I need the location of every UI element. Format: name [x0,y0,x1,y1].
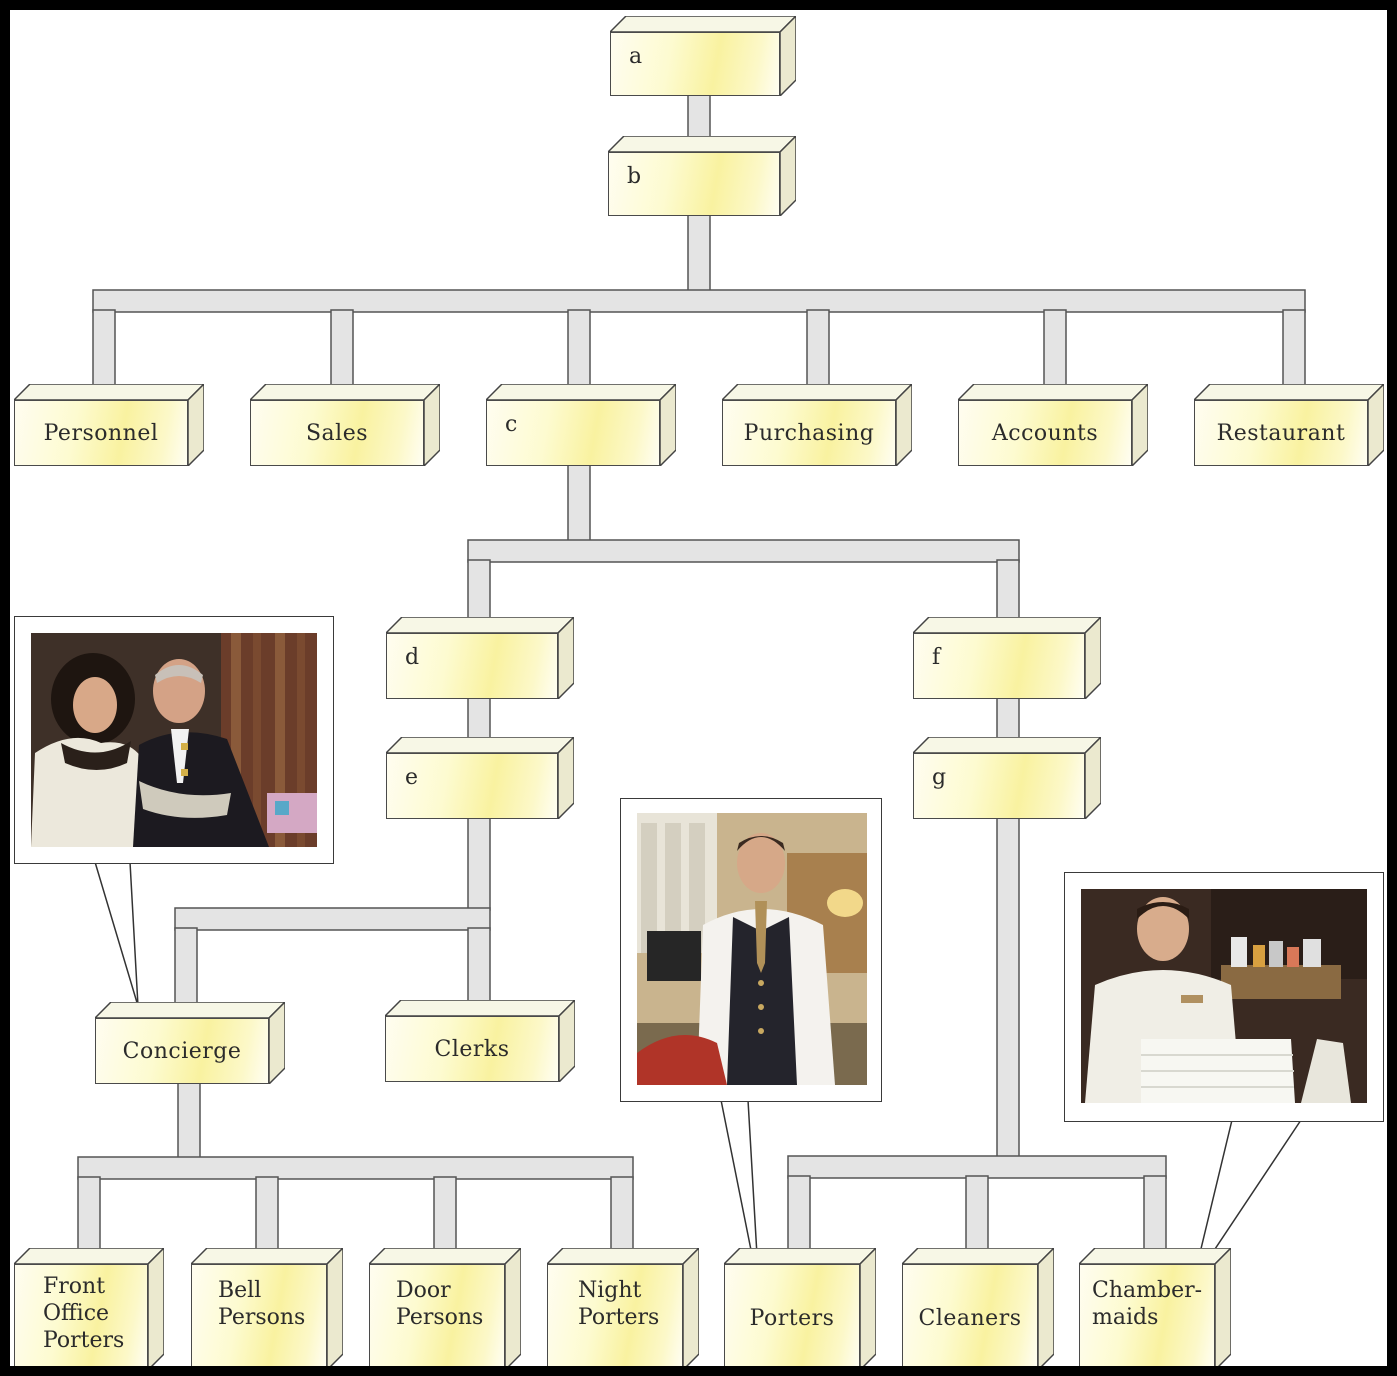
box-3d-edge [386,617,574,699]
chambermaid-photo-image [1081,889,1367,1103]
box-porters: Porters [724,1248,876,1370]
box-g-label: g [932,765,947,790]
restaurant-label: Restaurant [1216,420,1346,446]
box-e: e [386,737,574,819]
box-g: g [913,737,1101,819]
box-3d-edge [14,384,204,466]
box-f: f [913,617,1101,699]
box-cleaners: Cleaners [902,1248,1054,1370]
chambermaid-photo-frame [1064,872,1384,1122]
personnel-label: Personnel [43,420,159,446]
box-accounts: Accounts [958,384,1148,466]
front-office-porters-label: Front Office Porters [43,1274,125,1353]
box-personnel: Personnel [14,384,204,466]
concierge-photo-frame [14,616,334,864]
cleaners-label: Cleaners [918,1306,1022,1331]
box-3d-edge [722,384,912,466]
box-d-label: d [405,645,420,670]
purchasing-label: Purchasing [743,420,875,446]
box-a: a [610,16,796,96]
box-3d-edge [369,1248,521,1370]
chambermaids-label: Chamber- maids [1092,1278,1203,1330]
box-door-persons: Door Persons [369,1248,521,1370]
accounts-label: Accounts [991,420,1099,446]
porter-photo [637,813,867,1085]
box-f-label: f [932,645,941,670]
box-sales: Sales [250,384,440,466]
box-3d-edge [14,1248,164,1370]
clerks-label: Clerks [434,1036,510,1062]
box-3d-edge [610,16,796,96]
box-b-label: b [627,164,642,189]
sales-label: Sales [305,420,369,446]
box-3d-edge [1194,384,1384,466]
concierge-photo [31,633,317,847]
box-c: c [486,384,676,466]
bell-persons-label: Bell Persons [218,1278,306,1330]
box-a-label: a [629,44,643,69]
box-purchasing: Purchasing [722,384,912,466]
box-c-label: c [505,412,518,437]
box-clerks: Clerks [385,1000,575,1082]
box-d: d [386,617,574,699]
box-b: b [608,136,796,216]
concierge-label: Concierge [122,1038,242,1064]
box-3d-edge [913,617,1101,699]
porter-photo-image [637,813,867,1085]
box-3d-edge [608,136,796,216]
chambermaid-photo [1081,889,1367,1103]
box-3d-edge [386,737,574,819]
box-3d-edge [191,1248,343,1370]
concierge-photo-image [31,633,317,847]
box-front-office-porters: Front Office Porters [14,1248,164,1370]
porters-label: Porters [749,1306,835,1331]
box-e-label: e [405,765,419,790]
box-3d-edge [902,1248,1054,1370]
night-porters-label: Night Porters [578,1278,660,1330]
box-bell-persons: Bell Persons [191,1248,343,1370]
box-concierge: Concierge [95,1002,285,1084]
porter-photo-frame [620,798,882,1102]
door-persons-label: Door Persons [396,1278,484,1330]
box-3d-edge [547,1248,699,1370]
box-restaurant: Restaurant [1194,384,1384,466]
box-night-porters: Night Porters [547,1248,699,1370]
